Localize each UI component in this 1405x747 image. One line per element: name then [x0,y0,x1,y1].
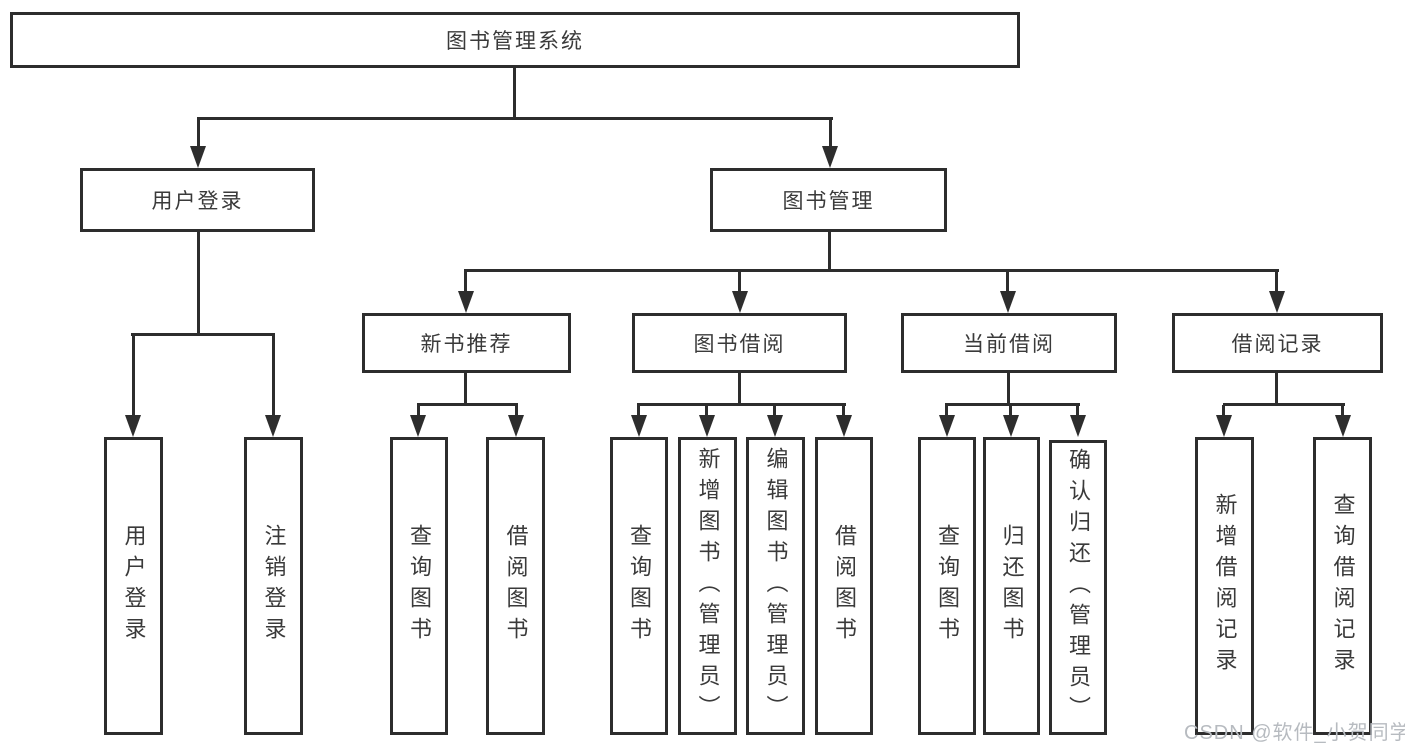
arrow-down-icon [767,415,783,437]
connector-drop [515,405,518,416]
leaf-current-query-books: 查询图书 [918,437,976,735]
leaf-borrow-edit-books-admin-label: 编辑图书（管理员） [763,446,789,726]
node-user-login: 用户登录 [80,168,315,232]
leaf-records-query-record: 查询借阅记录 [1313,437,1372,735]
leaf-newbook-borrow-books: 借阅图书 [486,437,545,735]
leaf-borrow-query-books: 查询图书 [610,437,668,735]
node-current-borrow-label: 当前借阅 [963,333,1055,356]
connector-drop [1076,405,1079,416]
arrow-down-icon [1335,415,1351,437]
csdn-watermark: CSDN @软件_小贺同学 [1184,722,1405,744]
arrow-down-icon [508,415,524,437]
connector-drop [945,405,948,416]
leaf-borrow-edit-books-admin: 编辑图书（管理员） [746,437,805,735]
connector-book-mgmt-hline [464,269,1279,272]
leaf-current-return-books: 归还图书 [983,437,1040,735]
leaf-newbook-borrow-books-label: 借阅图书 [503,524,529,648]
arrow-down-icon [1070,415,1086,437]
leaf-newbook-query-books: 查询图书 [390,437,448,735]
connector-drop [637,405,640,416]
arrow-down-icon [265,415,281,437]
leaf-records-query-record-label: 查询借阅记录 [1330,493,1356,679]
connector-to-borrow-records [1275,271,1278,292]
arrow-down-icon [190,146,206,168]
arrow-down-icon [458,291,474,313]
connector-book-borrow-hline [637,403,846,406]
node-book-management: 图书管理 [710,168,947,232]
arrow-down-icon [125,415,141,437]
leaf-borrow-borrow-books: 借阅图书 [815,437,873,735]
connector-drop [1009,405,1012,416]
leaf-user-login: 用户登录 [104,437,163,735]
connector-root-hline [197,117,833,120]
node-library-system-label: 图书管理系统 [446,30,584,53]
leaf-newbook-query-books-label: 查询图书 [407,524,432,648]
leaf-records-add-record: 新增借阅记录 [1195,437,1254,735]
node-user-login-label: 用户登录 [151,190,244,213]
connector-new-book-hline [417,403,518,406]
arrow-down-icon [1269,291,1285,313]
connector-to-leaf-logout [272,333,275,416]
node-book-management-label: 图书管理 [782,190,875,213]
leaf-records-add-record-label: 新增借阅记录 [1212,493,1238,679]
connector-drop [1222,405,1225,416]
arrow-down-icon [631,415,647,437]
arrow-down-icon [1003,415,1019,437]
leaf-borrow-add-books-admin-label: 新增图书（管理员） [695,446,721,726]
node-book-borrow: 图书借阅 [632,313,847,373]
connector-user-login-hline [131,333,275,336]
connector-to-user-login [197,119,200,148]
leaf-borrow-add-books-admin: 新增图书（管理员） [678,437,737,735]
leaf-logout-label: 注销登录 [261,524,287,648]
connector-borrow-records-stem [1275,373,1278,405]
connector-drop [773,405,776,416]
connector-to-book-mgmt [829,119,832,148]
connector-new-book-stem [464,373,467,405]
leaf-current-return-books-label: 归还图书 [999,524,1025,648]
connector-borrow-records-hline [1223,403,1345,406]
node-book-borrow-label: 图书借阅 [693,333,786,356]
node-current-borrow: 当前借阅 [901,313,1117,373]
connector-drop [705,405,708,416]
leaf-current-confirm-return-admin: 确认归还（管理员） [1049,440,1107,735]
connector-user-login-stem [197,232,200,335]
connector-book-mgmt-stem [828,232,831,271]
node-borrow-records-label: 借阅记录 [1231,333,1324,356]
leaf-current-query-books-label: 查询图书 [935,524,960,648]
arrow-down-icon [822,146,838,168]
connector-current-borrow-stem [1007,373,1010,405]
connector-drop [842,405,845,416]
connector-root-stem [513,68,516,119]
arrow-down-icon [939,415,955,437]
connector-to-leaf-user-login [132,333,135,416]
leaf-borrow-query-books-label: 查询图书 [627,524,652,648]
connector-book-borrow-stem [738,373,741,405]
arrow-down-icon [410,415,426,437]
node-new-book-recommend: 新书推荐 [362,313,571,373]
arrow-down-icon [732,291,748,313]
connector-drop [417,405,420,416]
connector-drop [1341,405,1344,416]
node-library-system: 图书管理系统 [10,12,1020,68]
leaf-logout: 注销登录 [244,437,303,735]
node-borrow-records: 借阅记录 [1172,313,1383,373]
leaf-current-confirm-return-admin-label: 确认归还（管理员） [1066,448,1091,727]
leaf-borrow-borrow-books-label: 借阅图书 [832,524,857,648]
arrow-down-icon [699,415,715,437]
arrow-down-icon [1216,415,1232,437]
connector-to-new-book [464,271,467,292]
leaf-user-login-label: 用户登录 [121,524,147,648]
node-new-book-recommend-label: 新书推荐 [420,333,513,356]
connector-current-borrow-hline [945,403,1080,406]
arrow-down-icon [836,415,852,437]
connector-to-book-borrow [738,271,741,292]
connector-to-current-borrow [1006,271,1009,292]
arrow-down-icon [1000,291,1016,313]
